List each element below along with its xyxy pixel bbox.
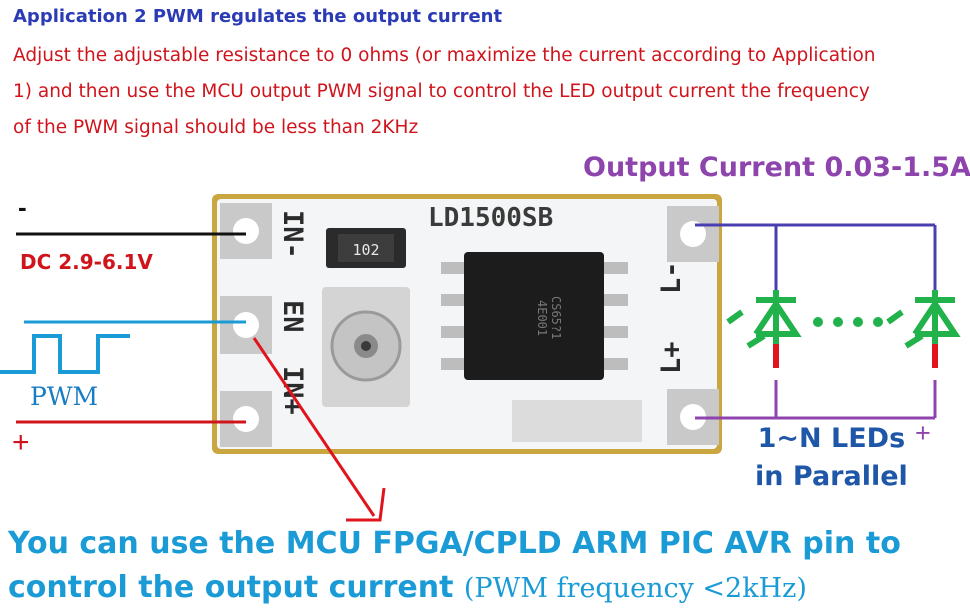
dc-voltage-label: DC 2.9-6.1V: [20, 250, 153, 274]
right-pads: [667, 206, 719, 445]
bottom-caption: You can use the MCU FPGA/CPLD ARM PIC AV…: [8, 522, 901, 611]
pin-in-plus: IN+: [277, 366, 308, 415]
description-line-2: 1) and then use the MCU output PWM signa…: [13, 81, 870, 102]
output-current-label: Output Current 0.03-1.5A: [583, 152, 970, 183]
heat-pad: [512, 400, 642, 442]
leds-label: 1~N LEDs in Parallel: [755, 420, 908, 496]
bottom-caption-line-1: You can use the MCU FPGA/CPLD ARM PIC AV…: [8, 526, 901, 561]
plus-terminal-label: +: [12, 426, 30, 459]
bottom-caption-note: (PWM frequency <2kHz): [463, 573, 807, 604]
ic-chip: CS65?1 4E001: [441, 252, 628, 380]
board-model: LD1500SB: [428, 203, 553, 233]
left-pads: [220, 203, 272, 447]
chip-marking-2: 4E001: [535, 300, 549, 336]
page-heading: Application 2 PWM regulates the output c…: [13, 6, 503, 27]
led-icon: [726, 290, 802, 349]
leds-label-line-1: 1~N LEDs: [757, 423, 906, 454]
potentiometer: [322, 287, 410, 407]
resistor-102: 102: [326, 228, 406, 268]
led-plus-label: +: [915, 418, 931, 448]
description-line-1: Adjust the adjustable resistance to 0 oh…: [13, 45, 876, 66]
resistor-code: 102: [352, 241, 379, 259]
chip-marking-1: CS65?1: [549, 296, 563, 339]
bottom-caption-line-2: control the output current (PWM frequenc…: [8, 566, 901, 611]
minus-terminal-label: -: [18, 192, 27, 222]
led-icon: [886, 290, 961, 349]
arrow-icon: [252, 337, 386, 522]
bottom-caption-line-2-main: control the output current: [8, 570, 454, 605]
ellipsis-dots: [813, 317, 883, 327]
leds-label-line-2: in Parallel: [755, 461, 908, 492]
pin-en: EN: [277, 300, 308, 333]
pin-in-minus: IN-: [277, 210, 308, 259]
module-board: 102 CS65?1 4E001 LD1500SB IN- EN IN+ L- …: [212, 194, 722, 454]
pin-l-plus: L+: [656, 341, 687, 374]
pwm-label: PWM: [30, 382, 99, 411]
description: Adjust the adjustable resistance to 0 oh…: [13, 38, 963, 146]
pwm-waveform-icon: [0, 334, 130, 374]
pin-l-minus: L-: [656, 261, 687, 294]
led-circuit: [695, 223, 961, 420]
description-line-3: of the PWM signal should be less than 2K…: [13, 117, 419, 138]
